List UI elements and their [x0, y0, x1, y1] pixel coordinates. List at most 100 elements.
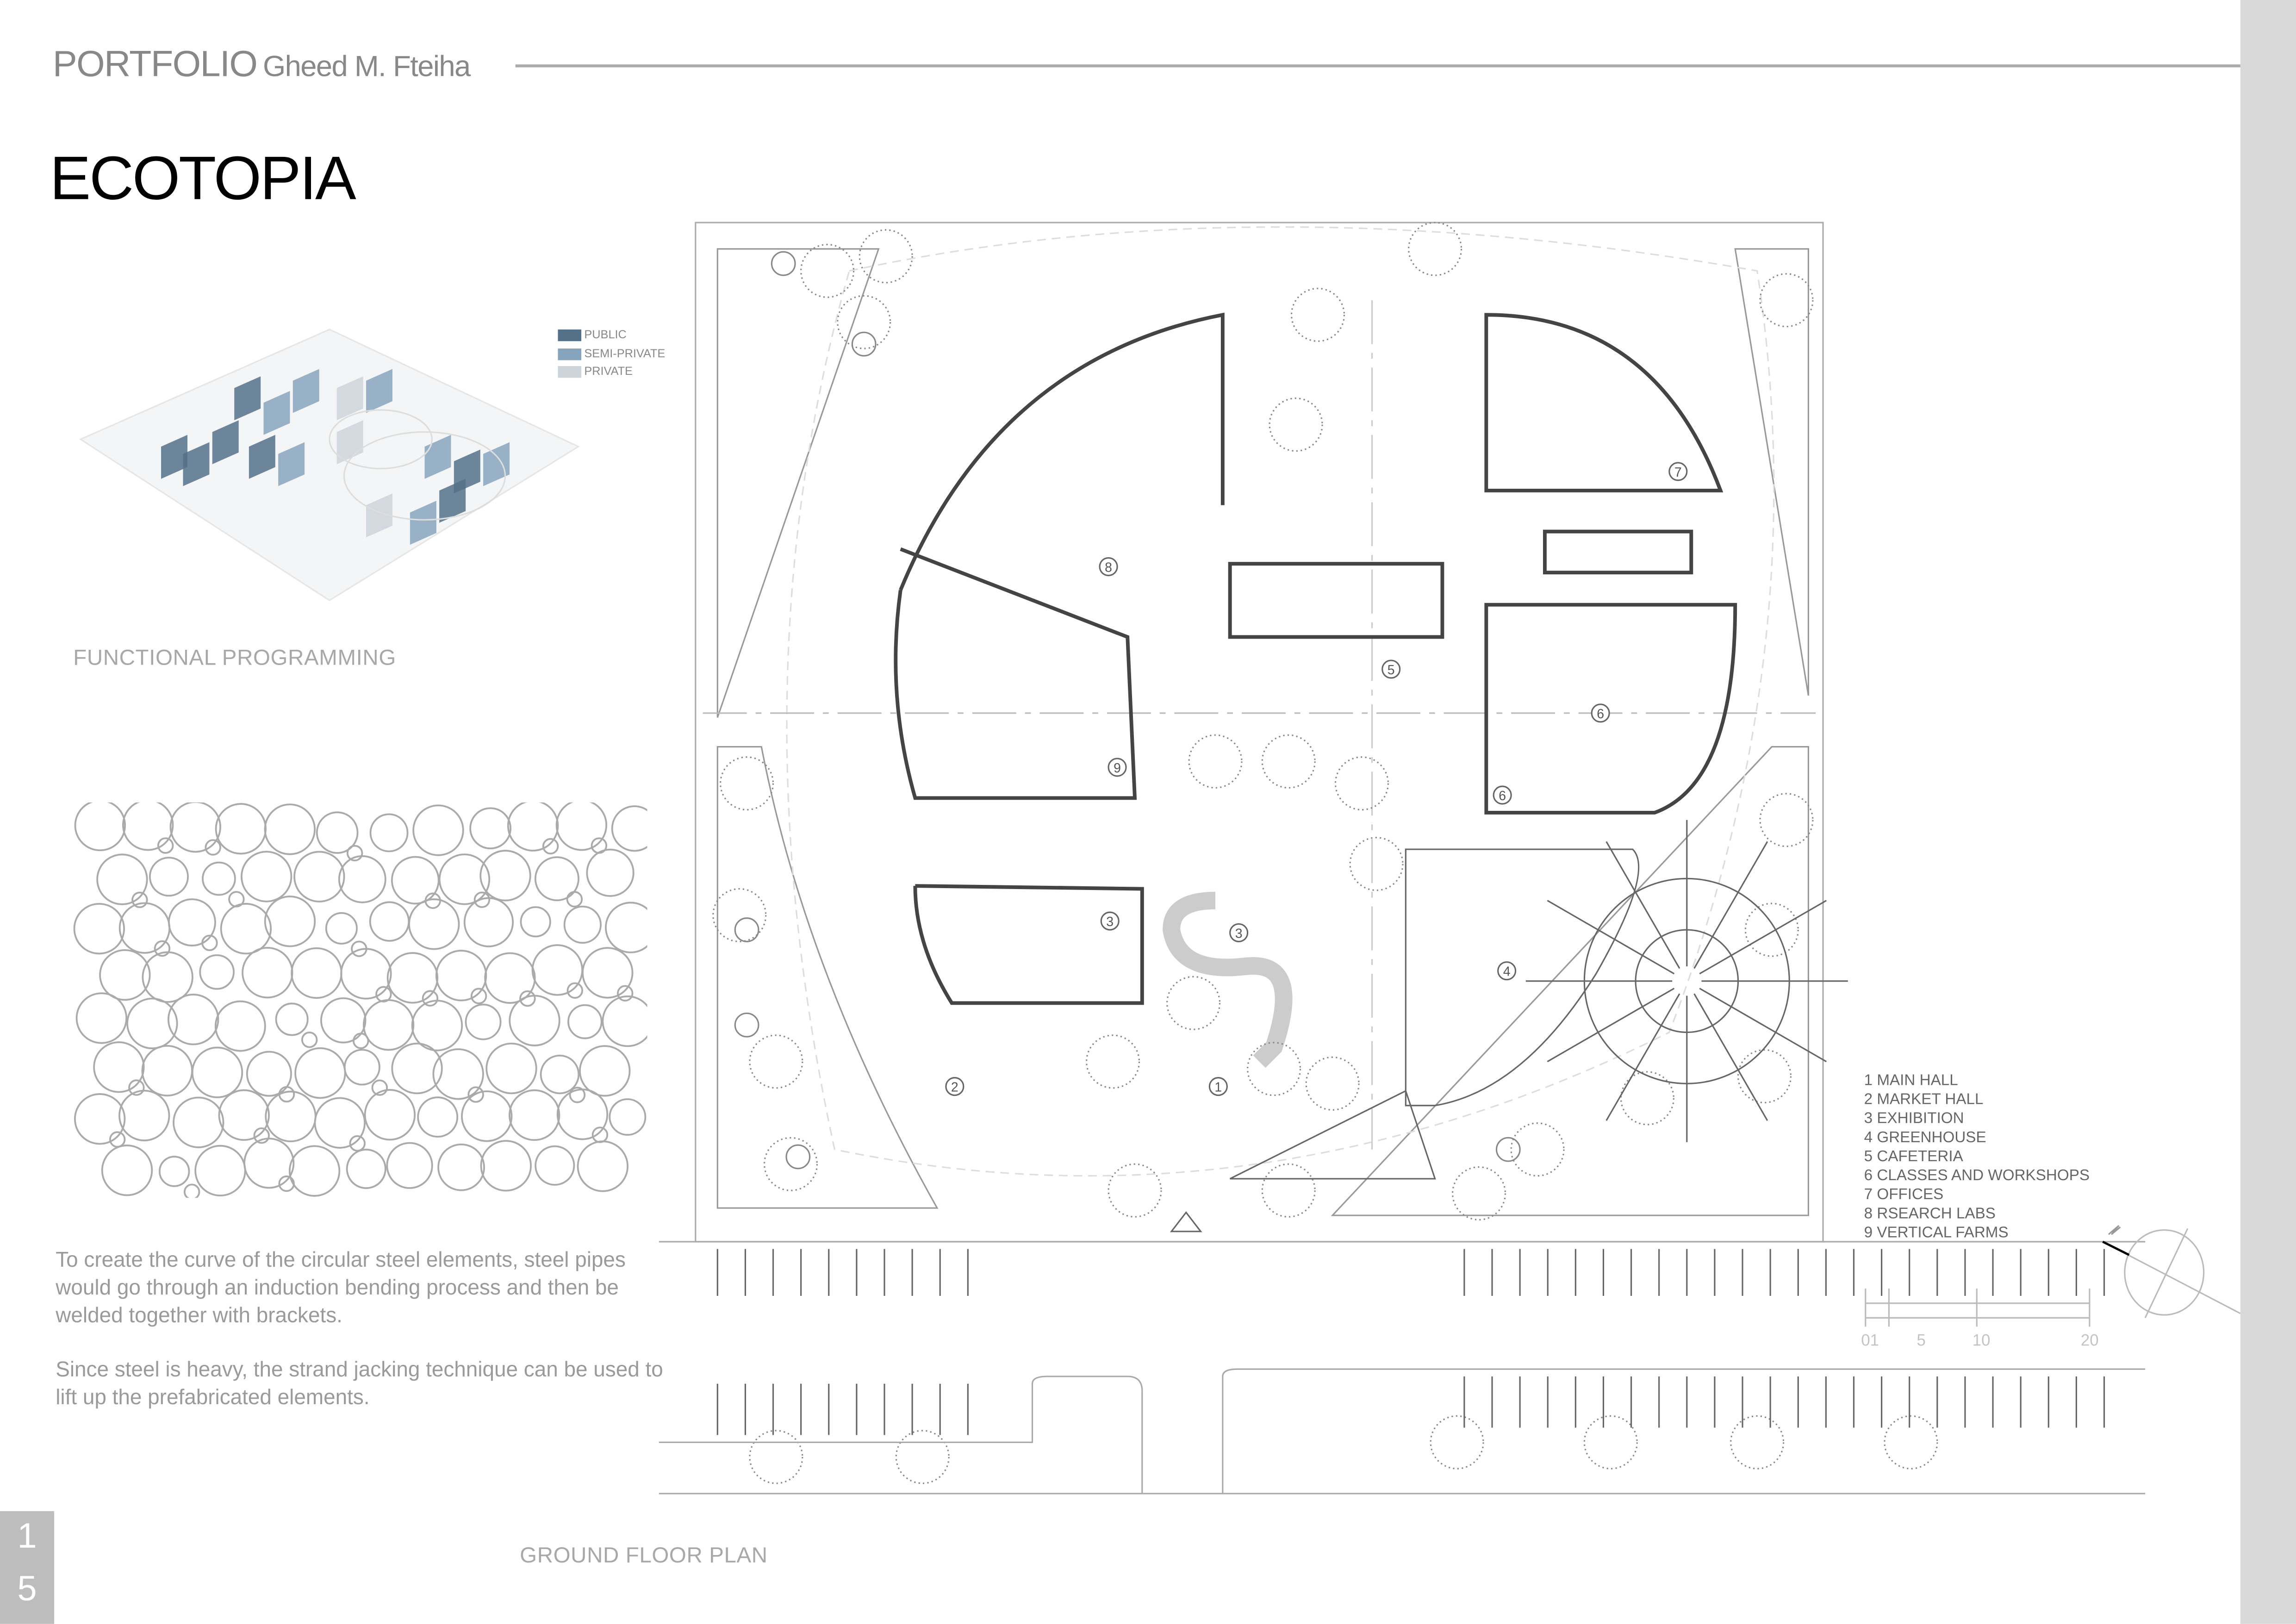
legend-label: PUBLIC	[584, 328, 627, 342]
radial-paving	[1525, 820, 1848, 1142]
iso-block	[249, 435, 275, 479]
author-name: Gheed M. Fteiha	[262, 51, 471, 84]
svg-text:6: 6	[1597, 707, 1604, 722]
steel-ring	[391, 1042, 443, 1095]
legend-swatch	[558, 366, 582, 379]
tree	[1408, 222, 1462, 276]
legend-item-public: PUBLIC	[558, 327, 665, 345]
steel-ring	[149, 857, 189, 897]
steel-ring	[534, 856, 579, 902]
circulation-loop	[786, 226, 1775, 1177]
steel-ring	[591, 1126, 609, 1143]
iso-block	[161, 435, 187, 479]
steel-ring	[340, 948, 392, 1000]
steel-ring	[411, 1000, 463, 1052]
steel-ring	[243, 1138, 295, 1189]
tree	[1510, 1122, 1565, 1177]
steel-ring	[484, 952, 536, 1004]
steel-ring	[183, 1183, 200, 1198]
steel-ring	[563, 905, 602, 944]
steel-ring	[215, 803, 267, 855]
tree	[1108, 1163, 1162, 1218]
tree	[1166, 976, 1221, 1030]
steel-ring	[316, 811, 359, 854]
scale-label: 20	[2080, 1332, 2099, 1350]
steel-ring	[566, 891, 583, 908]
steel-ring	[531, 944, 583, 996]
steel-ring	[567, 1004, 603, 1039]
iso-block	[336, 376, 363, 421]
steel-ring	[109, 1131, 126, 1148]
steel-ring	[461, 1090, 513, 1142]
steel-ring	[602, 995, 647, 1047]
iso-block	[234, 376, 261, 421]
steel-ring	[438, 853, 491, 905]
steel-ring	[293, 851, 345, 902]
steel-ring	[75, 992, 128, 1044]
steel-ring	[519, 990, 536, 1007]
tree	[859, 229, 913, 284]
tree	[1759, 793, 1814, 847]
legend-swatch	[558, 348, 582, 360]
steel-ring	[275, 1002, 309, 1036]
steel-ring	[508, 1089, 560, 1141]
iso-block	[366, 493, 392, 538]
steel-ring	[167, 994, 219, 1045]
steel-ring	[479, 850, 531, 902]
steel-ring	[218, 1089, 270, 1141]
trees	[712, 222, 1938, 1484]
room-marker: 7	[1668, 462, 1688, 481]
steel-ring	[555, 802, 608, 851]
steel-ring	[463, 897, 514, 947]
steel-ring	[278, 1086, 295, 1103]
steel-ring	[417, 1096, 459, 1138]
steel-ring	[122, 802, 174, 851]
tree	[1247, 1042, 1301, 1096]
steel-ring	[371, 1079, 388, 1096]
steel-ring	[509, 995, 560, 1046]
steel-ring	[93, 1041, 145, 1093]
page-digit: 5	[17, 1569, 37, 1610]
steel-ring	[362, 999, 415, 1051]
tree	[1430, 1415, 1484, 1469]
steel-ring	[99, 949, 151, 1001]
classes-wall	[1484, 603, 1737, 815]
steel-ring	[253, 1127, 270, 1144]
room-marker: 6	[1493, 785, 1512, 805]
steel-ring	[386, 1142, 433, 1189]
steel-ring	[157, 837, 174, 854]
room-marker: 9	[1108, 758, 1127, 777]
steel-ring	[194, 1145, 246, 1197]
steel-ring	[412, 804, 464, 856]
legend-item-private: PRIVATE	[558, 363, 665, 382]
description-paragraph: To create the curve of the circular stee…	[56, 1249, 626, 1328]
steel-ring	[320, 997, 367, 1044]
steel-ring	[205, 839, 221, 856]
tree	[749, 1034, 803, 1089]
steel-ring	[375, 986, 392, 1002]
tree	[1452, 1166, 1506, 1221]
scale-label: 10	[1972, 1332, 1991, 1350]
steel-ring	[507, 802, 559, 852]
tree	[1261, 1163, 1316, 1218]
tree	[1261, 734, 1316, 789]
steel-ring	[325, 912, 358, 945]
svg-text:6: 6	[1499, 789, 1506, 803]
landscape-wedge-left	[716, 248, 880, 718]
site-boundary	[695, 222, 1824, 1243]
programming-caption: FUNCTIONAL PROGRAMMING	[73, 646, 396, 671]
steel-ring	[74, 1093, 126, 1145]
tree	[1737, 1049, 1792, 1103]
steel-ring	[577, 1140, 628, 1192]
steel-ring	[201, 934, 218, 952]
room-legend-item: 3 EXHIBITION	[1864, 1110, 1964, 1128]
svg-text:9: 9	[1114, 761, 1121, 776]
svg-text:8: 8	[1105, 560, 1112, 575]
tree	[712, 888, 767, 942]
cafeteria-core	[1228, 562, 1444, 639]
steel-ring	[74, 802, 126, 852]
steel-ring	[101, 1145, 153, 1196]
steel-ring	[556, 1089, 609, 1140]
steel-ring	[437, 1143, 485, 1191]
room-legend-item: 7 OFFICES	[1864, 1186, 1944, 1204]
